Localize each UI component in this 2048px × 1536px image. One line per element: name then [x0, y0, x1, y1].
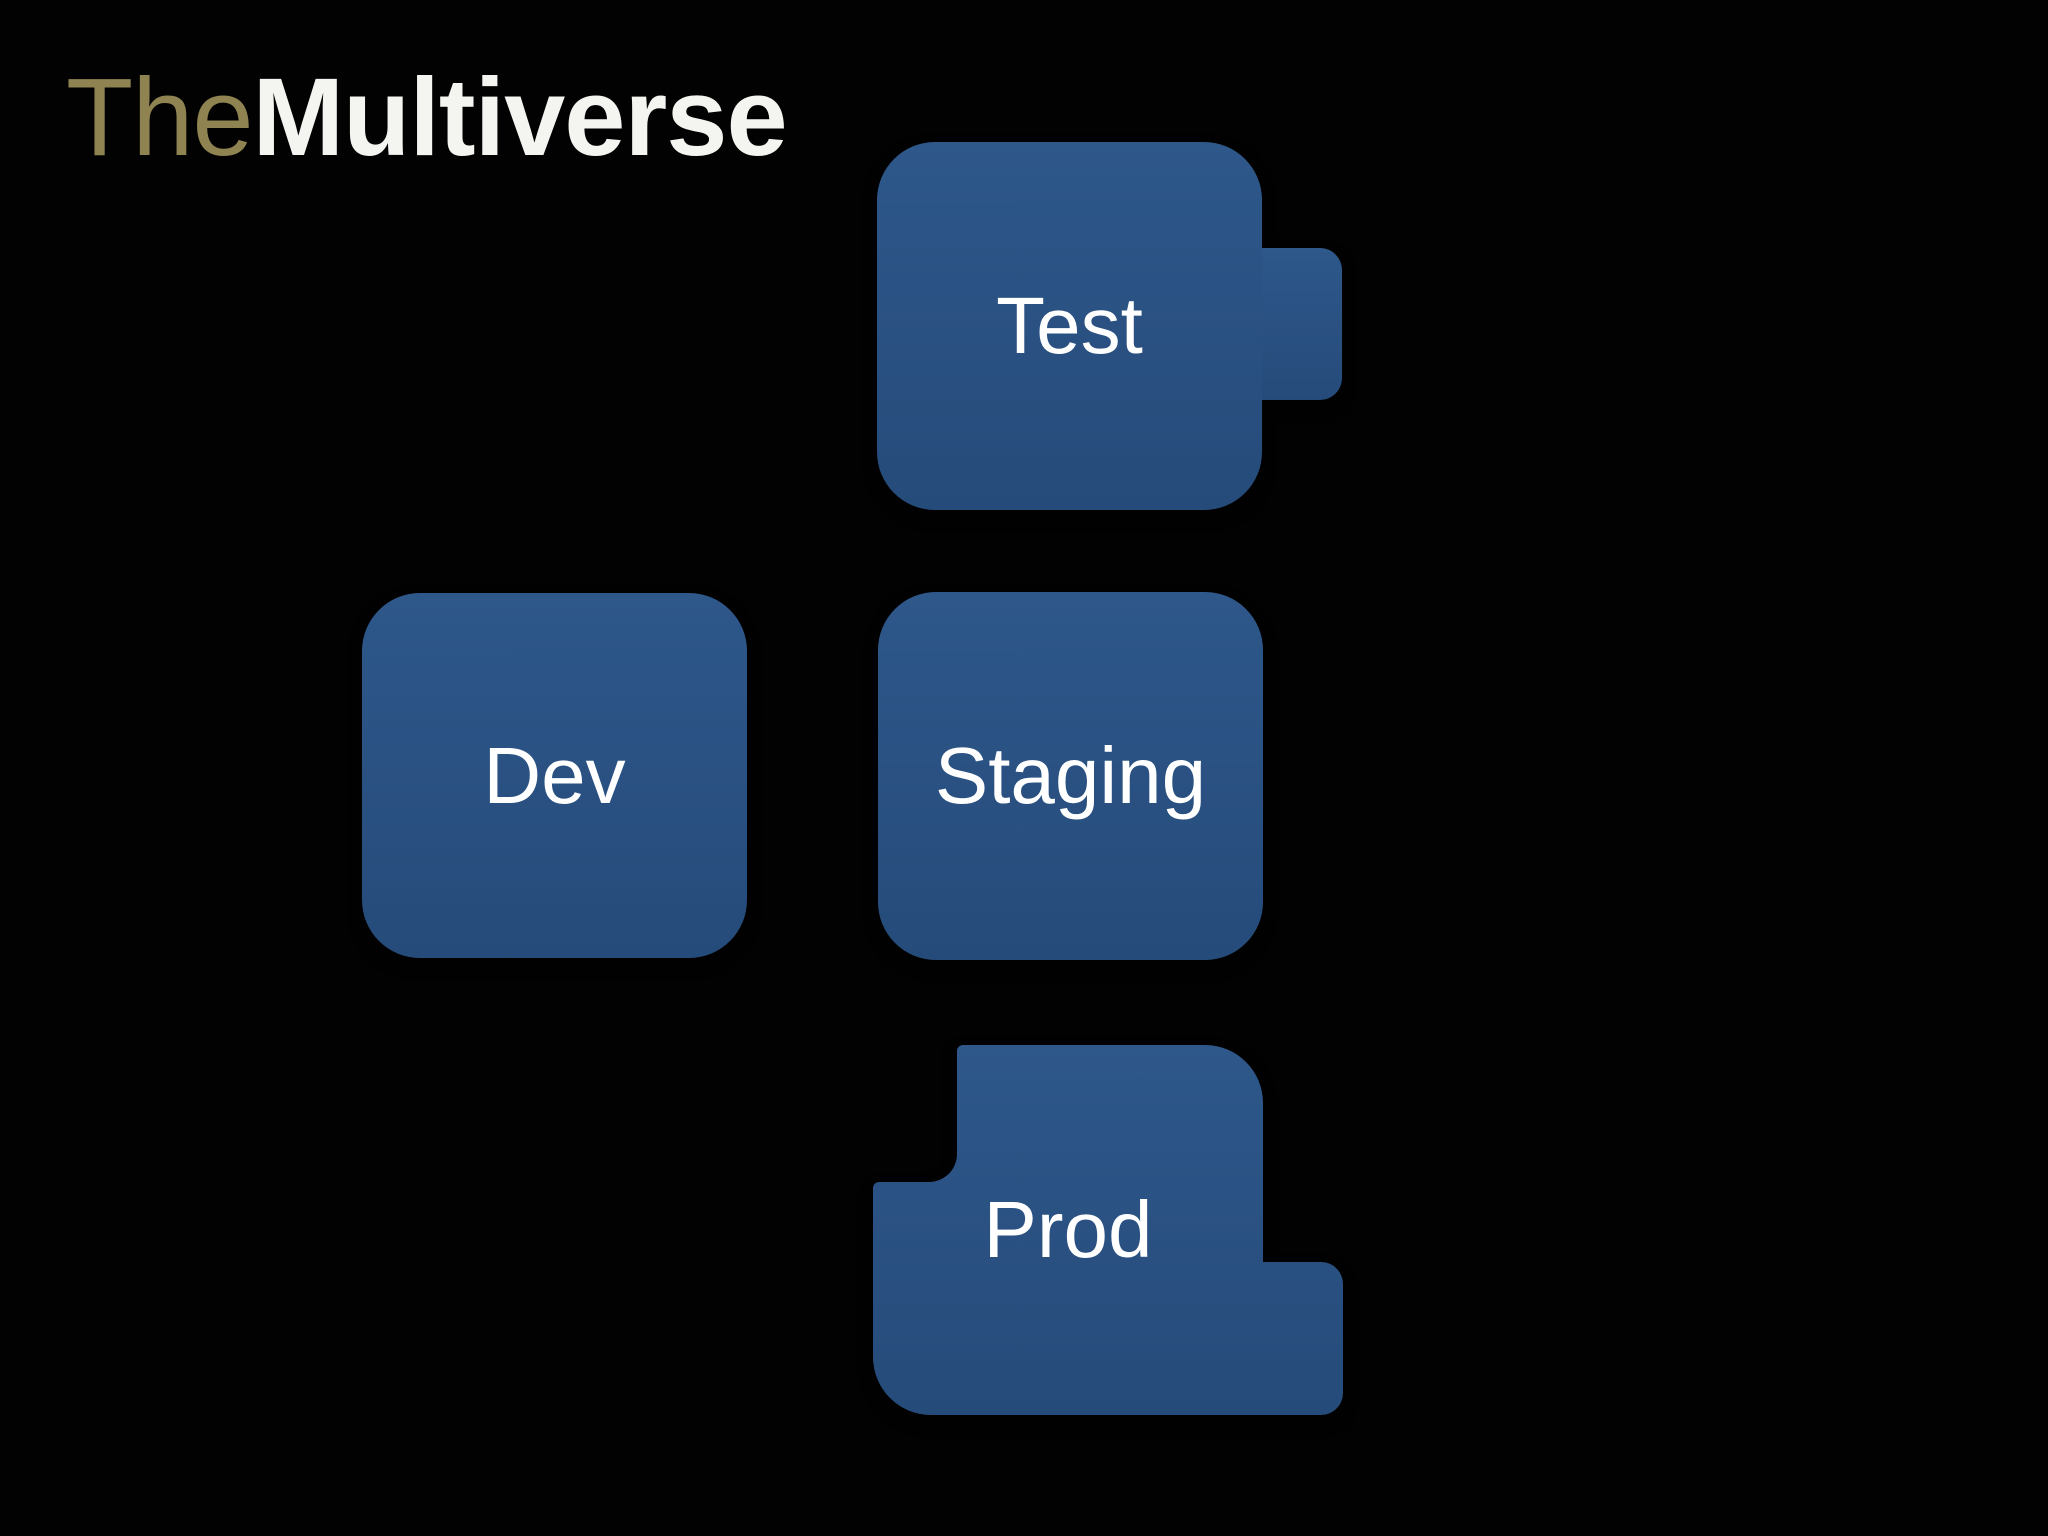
title-emphasis: Multiverse — [252, 56, 788, 179]
slide-title: TheMultiverse — [66, 52, 788, 184]
test-piece-shape — [877, 142, 1342, 510]
puzzle-piece-test: Test — [877, 142, 1342, 510]
staging-piece-shape — [878, 592, 1263, 960]
puzzle-piece-staging: Staging — [878, 592, 1263, 960]
dev-piece-shape — [362, 593, 747, 958]
puzzle-piece-prod: Prod — [873, 1045, 1343, 1415]
prod-piece-shape — [873, 1045, 1343, 1415]
puzzle-piece-dev: Dev — [362, 593, 747, 958]
title-prefix: The — [66, 56, 254, 179]
